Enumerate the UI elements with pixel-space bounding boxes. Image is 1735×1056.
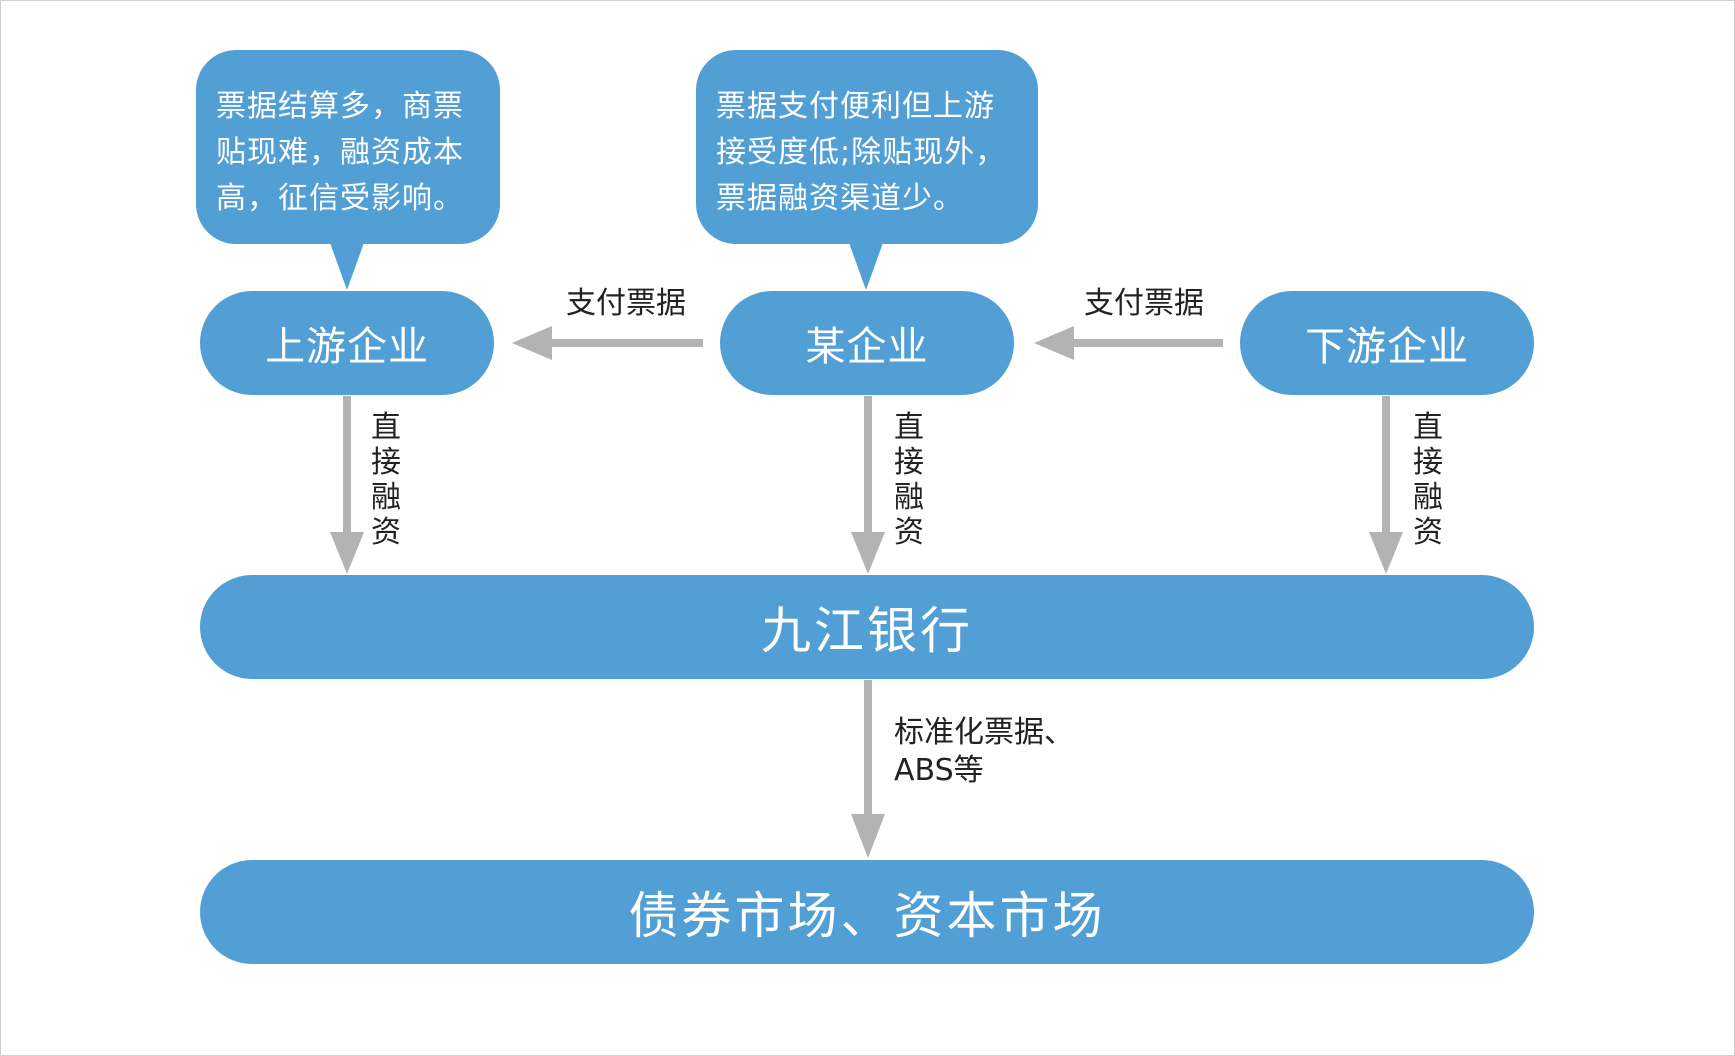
direct-financing-label-company: 直接融资 [894,410,924,550]
arrow-company-to-bank [851,396,885,574]
standardized-bills-line1: 标准化票据、 [894,715,1074,750]
company-node: 某企业 [720,291,1014,395]
standardized-bills-line2: ABS等 [894,753,984,788]
arrow-bank-to-markets [851,680,885,858]
direct-financing-label-upstream: 直接融资 [371,410,401,550]
upstream-note-text: 票据结算多，商票贴现难，融资成本高，征信受影响。 [216,89,464,216]
standardized-bills-label: 标准化票据、 ABS等 [894,714,1074,790]
upstream-node: 上游企业 [200,291,494,395]
markets-node: 债券市场、资本市场 [200,860,1534,964]
upstream-label: 上游企业 [265,324,429,370]
pay-bills-label-left: 支付票据 [566,286,686,321]
bank-node: 九江银行 [200,575,1534,679]
markets-label: 债券市场、资本市场 [628,887,1106,945]
arrow-downstream-to-bank [1369,396,1403,574]
downstream-label: 下游企业 [1305,324,1469,370]
company-note-bubble: 票据支付便利但上游接受度低;除贴现外，票据融资渠道少。 [696,50,1038,244]
downstream-node: 下游企业 [1240,291,1534,395]
arrow-company-to-upstream [512,326,703,360]
arrow-downstream-to-company [1034,326,1223,360]
arrow-upstream-to-bank [330,396,364,574]
company-note-text: 票据支付便利但上游接受度低;除贴现外，票据融资渠道少。 [716,89,1007,216]
pay-bills-label-right: 支付票据 [1084,286,1204,321]
upstream-note-tail [329,240,365,290]
upstream-note-bubble: 票据结算多，商票贴现难，融资成本高，征信受影响。 [196,50,500,244]
direct-financing-label-downstream: 直接融资 [1413,410,1443,550]
bank-label: 九江银行 [761,602,973,660]
company-label: 某企业 [805,324,929,370]
company-note-tail [848,240,884,290]
